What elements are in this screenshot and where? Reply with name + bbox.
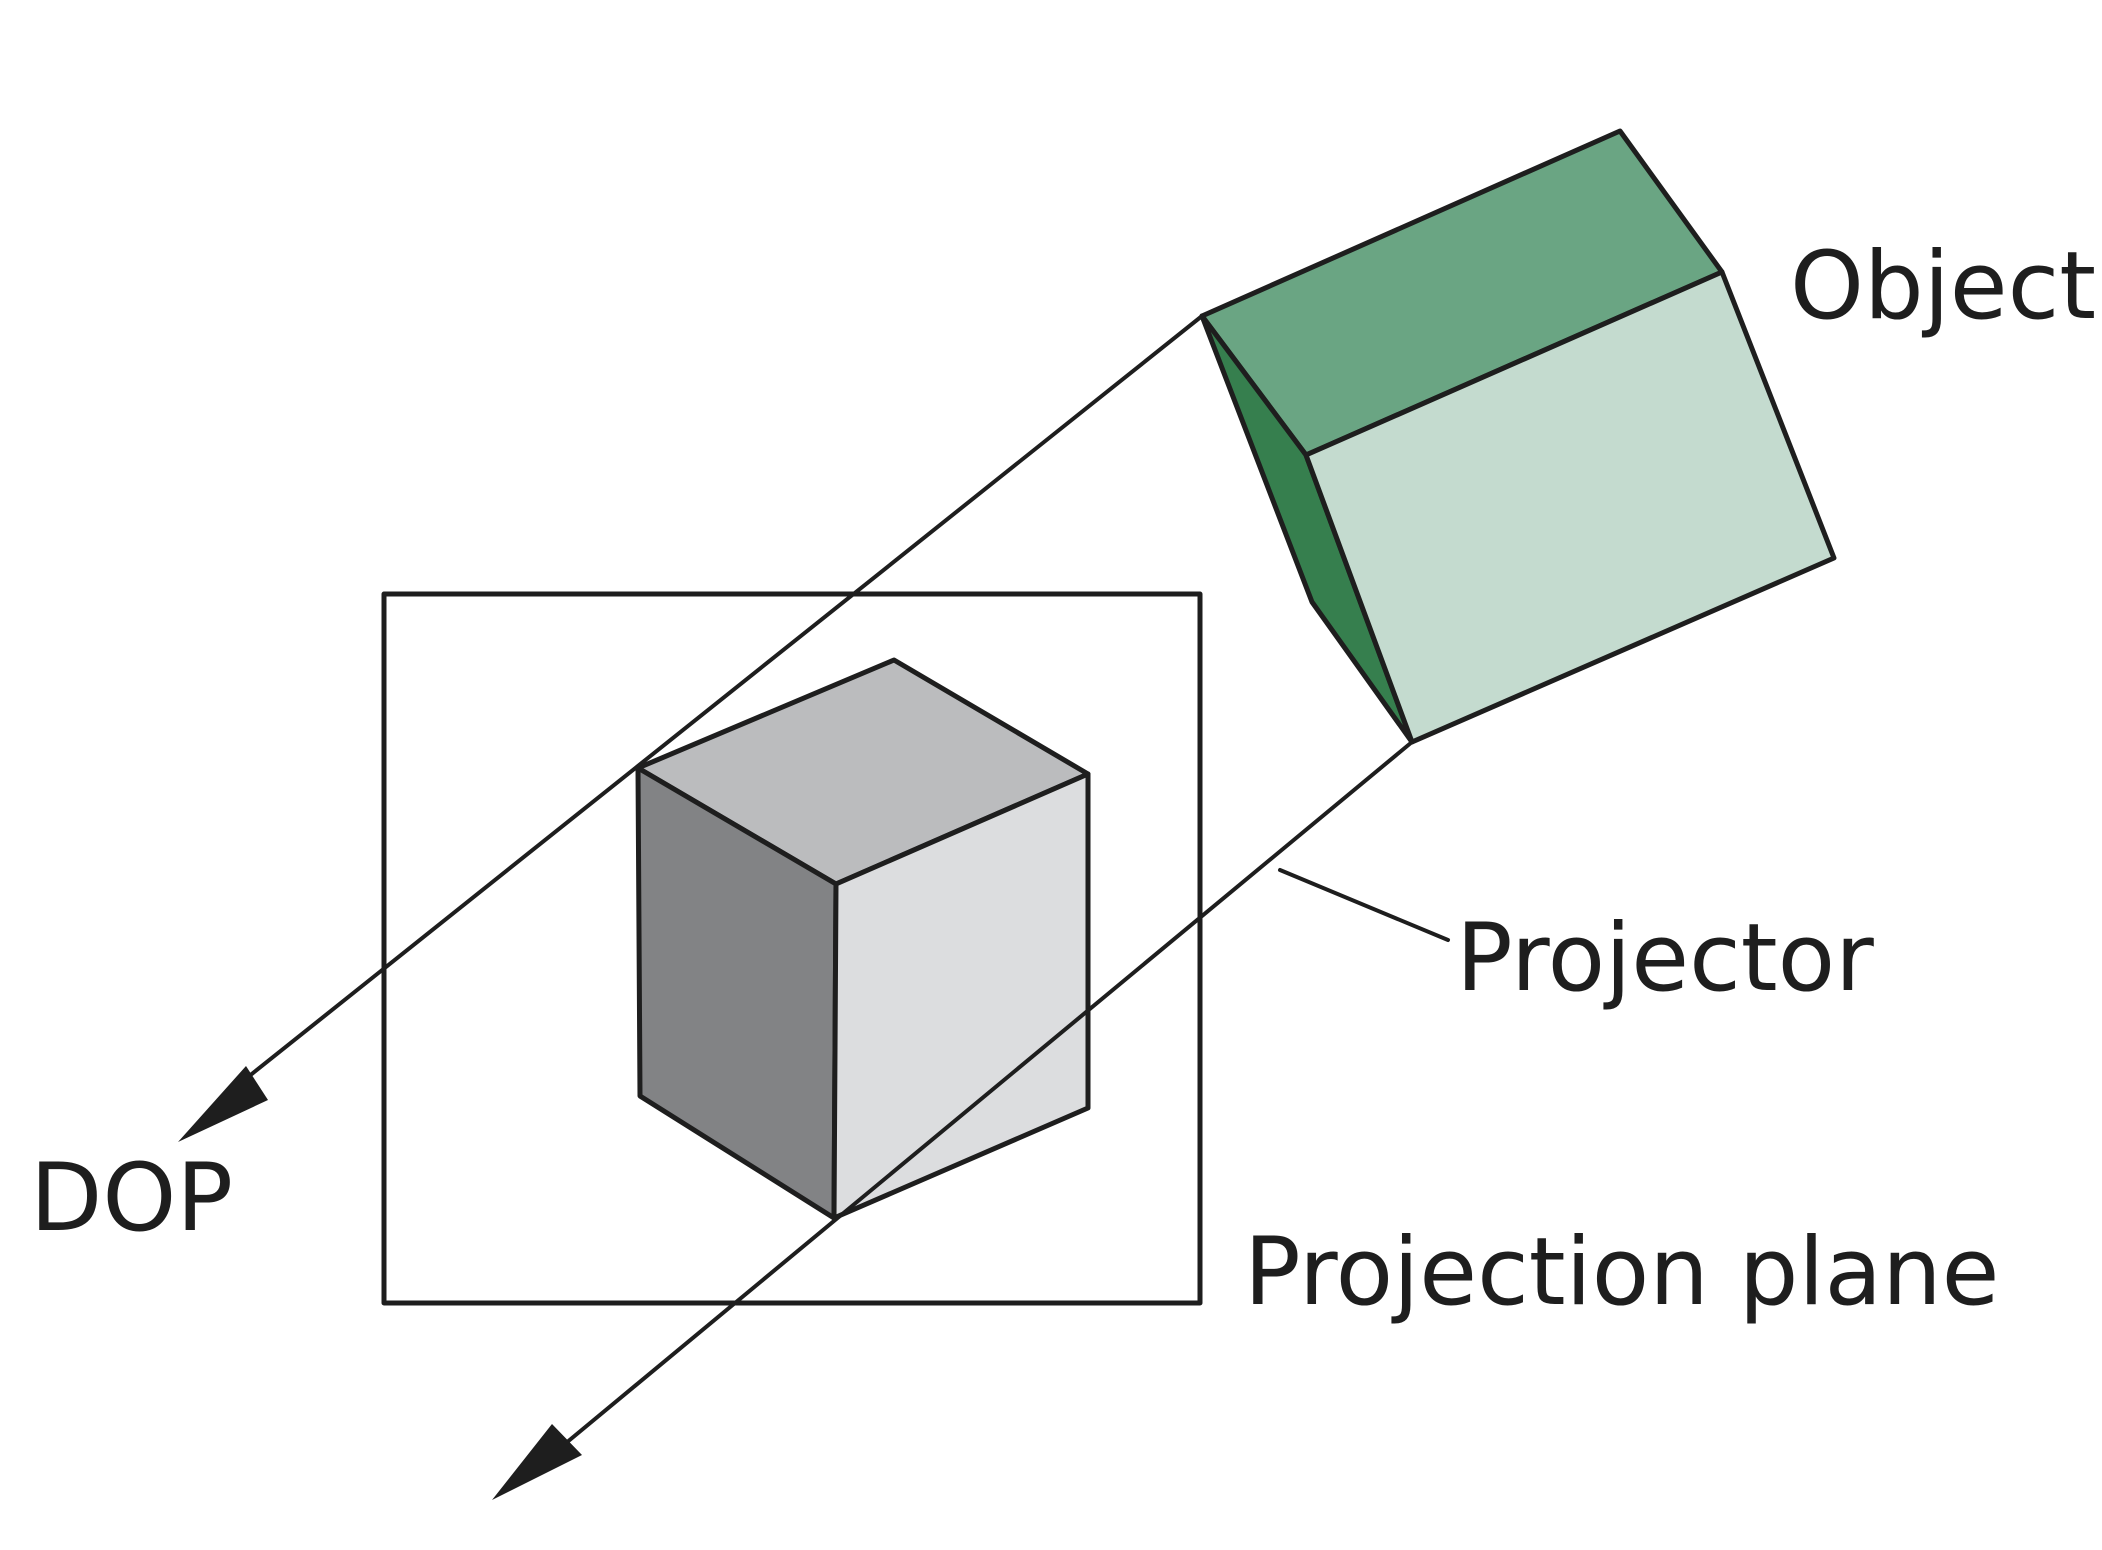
projected-cube-right-face — [831, 771, 1091, 1221]
object-label: Object — [1790, 232, 2096, 341]
projector-leader-line — [1278, 868, 1450, 942]
projection-plane-label: Projection plane — [1244, 1218, 2000, 1327]
dop-arrowhead-upper — [178, 1066, 268, 1142]
projector-line-lower — [558, 740, 1414, 1450]
object-front-face — [1303, 269, 1837, 745]
projector-line-upper — [236, 314, 1204, 1087]
projector-label: Projector — [1456, 904, 1874, 1013]
projected-cube — [635, 657, 1091, 1221]
dop-arrowhead-lower — [492, 1424, 582, 1500]
object-box — [1199, 128, 1837, 745]
dop-label: DOP — [30, 1144, 233, 1253]
projection-plane — [381, 591, 1203, 1306]
